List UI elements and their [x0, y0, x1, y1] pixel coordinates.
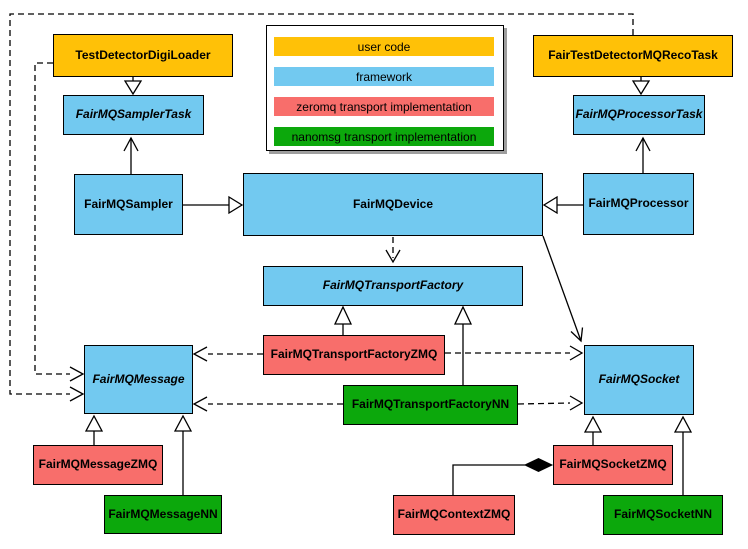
node-fairmq-socket-nn: FairMQSocketNN — [603, 495, 723, 535]
legend-item-framework: framework — [274, 67, 494, 86]
node-test-detector-digi-loader: TestDetectorDigiLoader — [53, 34, 233, 77]
legend-label-zeromq: zeromq transport implementation — [296, 99, 472, 114]
edge-fairtestdetectormqrecotask-fairmqmessage — [9, 13, 634, 402]
legend-label-framework: framework — [355, 69, 412, 84]
node-fairmq-context-zmq: FairMQContextZMQ — [393, 495, 515, 535]
edge-fairmqtransportfactorynn-fairmqmessage — [192, 396, 343, 412]
legend-box: user code framework zeromq transport imp… — [266, 25, 504, 151]
node-fairmq-processor-task: FairMQProcessorTask — [573, 95, 705, 135]
node-fairmq-transport-factory-zmq: FairMQTransportFactoryZMQ — [263, 335, 445, 375]
edge-fairmqcontextzmq-fairmqsocketzmq — [452, 457, 554, 495]
edge-fairmqprocessor-fairmqdevice — [542, 195, 583, 215]
legend-item-zeromq: zeromq transport implementation — [274, 97, 494, 116]
edge-testdetectordigiloader-fairmqsamplertask — [123, 77, 143, 96]
node-fairmq-sampler-task: FairMQSamplerTask — [63, 95, 204, 135]
edge-fairmqtransportfactoryzmq-fairmqsocket — [445, 345, 584, 361]
edge-fairmqtransportfactoryzmq-fairmqtransportfactory — [333, 305, 353, 335]
node-fair-test-detector-mq-reco-task: FairTestDetectorMQRecoTask — [533, 35, 733, 77]
edge-fairtestdetectormqrecotask-fairmqprocessortask — [631, 77, 651, 96]
node-fairmq-sampler: FairMQSampler — [74, 174, 183, 235]
legend-label-user-code: user code — [357, 39, 411, 54]
node-fairmq-socket: FairMQSocket — [584, 345, 694, 415]
node-fairmq-socket-zmq: FairMQSocketZMQ — [553, 445, 673, 485]
node-fairmq-transport-factory-nn: FairMQTransportFactoryNN — [343, 385, 518, 425]
edge-testdetectordigiloader-fairmqmessage — [34, 62, 85, 382]
legend-item-nanomsg: nanomsg transport implementation — [274, 127, 494, 146]
edge-fairmqtransportfactorynn-fairmqsocket — [517, 395, 584, 411]
edge-fairmqtransportfactoryzmq-fairmqmessage — [192, 346, 263, 362]
legend-item-user-code: user code — [274, 37, 494, 56]
legend-label-nanomsg: nanomsg transport implementation — [291, 129, 477, 144]
node-fairmq-transport-factory: FairMQTransportFactory — [263, 266, 523, 306]
node-fairmq-processor: FairMQProcessor — [583, 173, 694, 235]
edge-fairmqtransportfactorynn-fairmqtransportfactory — [453, 305, 473, 385]
node-fairmq-message: FairMQMessage — [84, 345, 193, 414]
edge-fairmqdevice-fairmqsocket — [542, 235, 584, 343]
edge-fairmqdevice-fairmqtransportfactory — [385, 237, 401, 264]
edge-fairmqsocketnn-fairmqsocket — [673, 415, 693, 495]
edge-fairmqsocketzmq-fairmqsocket — [583, 415, 603, 445]
edge-fairmqsampler-fairmqsamplertask — [123, 136, 139, 174]
edge-fairmqsampler-fairmqdevice — [183, 195, 244, 215]
node-fairmq-device: FairMQDevice — [243, 173, 543, 236]
node-fairmq-message-nn: FairMQMessageNN — [104, 495, 222, 534]
edge-fairmqmessagezmq-fairmqmessage — [84, 414, 104, 445]
edge-fairmqprocessor-fairmqprocessortask — [635, 136, 651, 173]
edge-fairmqmessagenn-fairmqmessage — [173, 414, 193, 495]
node-fairmq-message-zmq: FairMQMessageZMQ — [33, 445, 163, 485]
